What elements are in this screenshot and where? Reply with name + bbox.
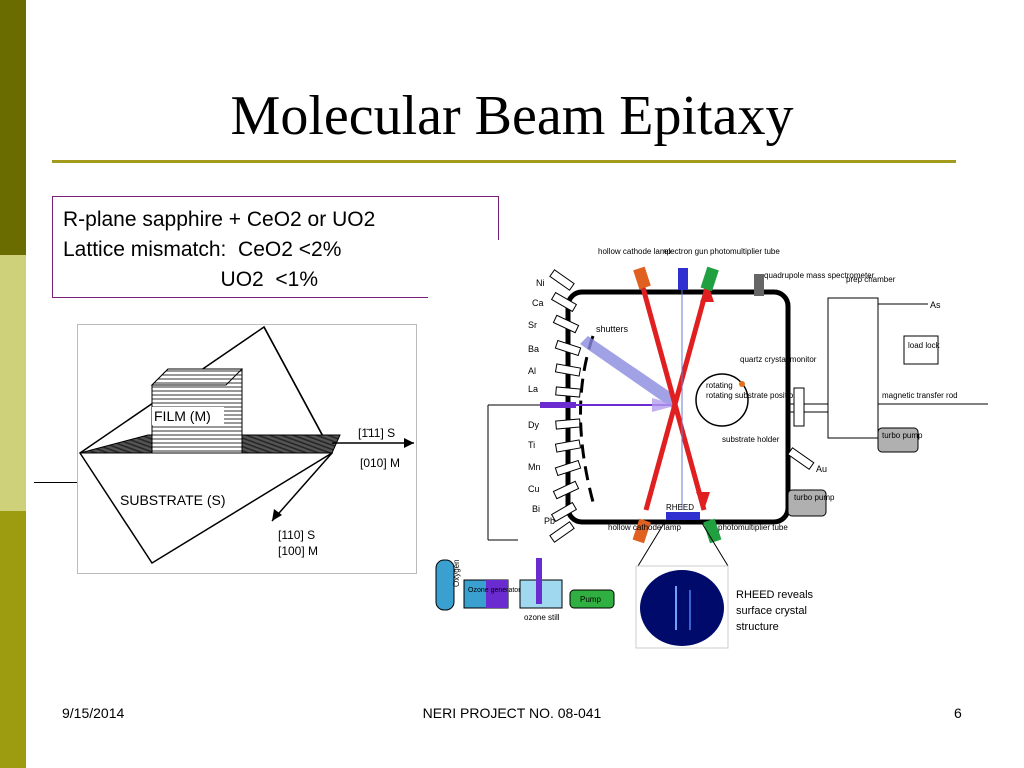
ozone-inlet <box>540 402 576 408</box>
photomultiplier-label-top: photomultiplier tube <box>710 247 780 256</box>
source-al: Al <box>528 366 536 376</box>
rheed-pattern <box>640 570 724 646</box>
rheed-label: RHEED <box>666 503 694 512</box>
axis-label-110: [110] S <box>278 528 315 542</box>
hollow-cathode-label-bottom: hollow cathode lamp <box>608 523 681 532</box>
film-label: FILM (M) <box>154 408 211 424</box>
quartz-crystal-label: quartz crystal monitor <box>740 355 817 364</box>
sidebar-block-mid <box>0 511 26 768</box>
source-pb: Pb <box>544 516 555 526</box>
lattice-info-box: R-plane sapphire + CeO2 or UO2 Lattice m… <box>52 196 499 298</box>
rheed-caption-3: structure <box>736 621 779 633</box>
rheed-screen <box>666 512 700 520</box>
sidebar-accent <box>0 0 26 768</box>
sidebar-block-dark <box>0 0 26 255</box>
mass-spectrometer <box>754 274 764 296</box>
substrate-text: R-plane sapphire + CeO2 or UO2 <box>63 208 376 231</box>
au-label: Au <box>816 464 827 474</box>
sidebar-block-light <box>0 255 26 511</box>
turbo-pump-prep-label: turbo pump <box>882 431 923 440</box>
source-ca: Ca <box>532 298 544 308</box>
electron-gun-label: electron gun <box>664 247 708 256</box>
title-underline <box>52 160 956 163</box>
mbe-schematic: Ni Ca Sr Ba Al La Dy Ti Mn Cu Bi Pb shut… <box>428 240 1008 652</box>
source-sr: Sr <box>528 320 537 330</box>
axis-label-010: [010] M <box>360 456 400 470</box>
molecular-beam <box>580 336 676 408</box>
prep-chamber <box>827 297 879 439</box>
turbo-pump-main-label: turbo pump <box>794 493 835 502</box>
crystal-orientation-figure: FILM (M) SUBSTRATE (S) [1̄11] S [010] M … <box>77 324 417 574</box>
shutters-arc <box>579 335 595 503</box>
source-dy: Dy <box>528 420 539 430</box>
hollow-cathode-label-top: hollow cathode lamp <box>598 247 671 256</box>
mismatch-uo2-text: UO2 <1% <box>63 268 318 291</box>
source-ni: Ni <box>536 278 545 288</box>
axis-label-100: [100] M <box>278 544 318 558</box>
hollow-cathode-lamp-top <box>633 266 651 290</box>
source-cells <box>549 269 582 543</box>
ozone-still-label: ozone still <box>524 613 560 622</box>
mbe-diagram: Ni Ca Sr Ba Al La Dy Ti Mn Cu Bi Pb shut… <box>435 247 988 649</box>
quartz-crystal-dot <box>739 381 745 387</box>
pump-label: Pump <box>580 595 601 604</box>
photomultiplier-top <box>700 266 719 292</box>
source-la: La <box>528 384 538 394</box>
ozone-generator-label: Ozone generator <box>468 587 521 594</box>
source-ti: Ti <box>528 440 535 450</box>
rheed-caption-2: surface crystal <box>736 605 807 617</box>
source-cu: Cu <box>528 484 540 494</box>
rotating-substrate <box>695 373 749 427</box>
load-lock-label: load lock <box>908 341 941 350</box>
substrate-label: SUBSTRATE (S) <box>120 492 226 508</box>
axis-label-111: [1̄11] S <box>358 426 395 440</box>
rotating-label-2: rotating substrate positioner <box>706 391 805 400</box>
rheed-caption-1: RHEED reveals <box>736 589 814 601</box>
quadrupole-label: quadrupole mass spectrometer <box>764 271 875 280</box>
source-bi: Bi <box>532 504 540 514</box>
transfer-rod-label: magnetic transfer rod <box>882 391 958 400</box>
source-mn: Mn <box>528 462 541 472</box>
laser-beam-1 <box>639 283 707 511</box>
crystal-diagram: FILM (M) SUBSTRATE (S) [1̄11] S [010] M … <box>78 325 414 565</box>
ozone-pump <box>569 589 615 609</box>
decor-line <box>34 482 84 483</box>
oxygen-label: Oxygen <box>452 559 461 587</box>
rotating-label-1: rotating <box>706 381 733 390</box>
photomultiplier-label-bottom: photomultiplier tube <box>718 523 788 532</box>
au-cell <box>787 447 815 471</box>
as-label: As <box>930 300 941 310</box>
load-lock <box>903 335 939 365</box>
substrate-holder-label: substrate holder <box>722 435 780 444</box>
slide-title: Molecular Beam Epitaxy <box>230 85 794 147</box>
shutters-label: shutters <box>596 324 629 334</box>
prep-chamber-label: prep chamber <box>846 275 896 284</box>
mismatch-ceo2-text: Lattice mismatch: CeO2 <2% <box>63 238 342 261</box>
laser-beam-2 <box>643 283 711 511</box>
hollow-cathode-lamp-bottom <box>632 518 651 544</box>
footer-page-number: 6 <box>954 705 962 721</box>
photomultiplier-bottom <box>703 518 722 544</box>
turbo-pump-main <box>787 489 827 517</box>
oxygen-tank <box>435 559 455 611</box>
electron-gun <box>678 268 688 290</box>
source-ba: Ba <box>528 344 539 354</box>
footer-date: 9/15/2014 <box>62 705 125 721</box>
footer-project: NERI PROJECT NO. 08-041 <box>422 705 602 721</box>
axis-arrow-down <box>271 452 333 522</box>
turbo-pump-prep <box>877 427 919 453</box>
